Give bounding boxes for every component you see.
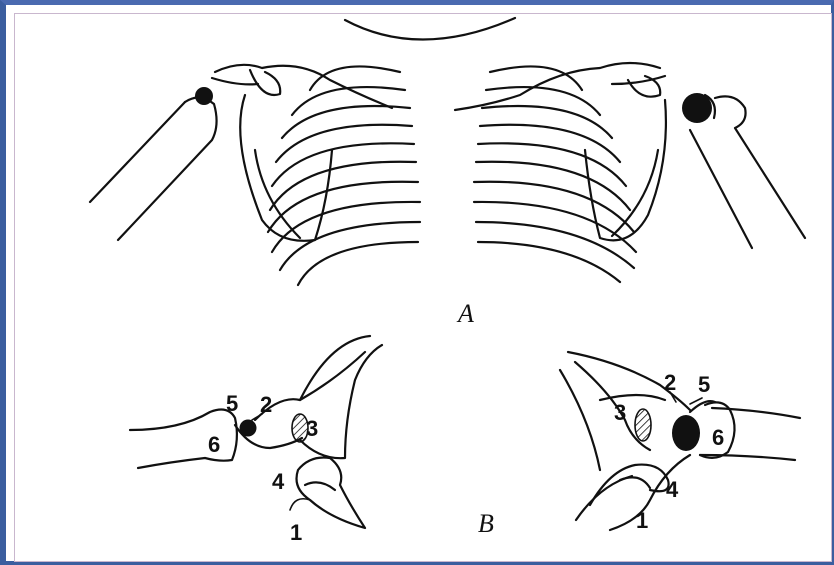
left-label-4: 4 xyxy=(272,469,285,494)
right-label-2: 2 xyxy=(664,370,676,395)
right-label-1: 1 xyxy=(636,508,648,533)
left-label-5: 5 xyxy=(226,391,238,416)
left-label-1: 1 xyxy=(290,520,302,545)
left-marker-dot-b xyxy=(240,420,257,437)
panel-label-b: B xyxy=(478,509,494,538)
panel-b-left-illustration xyxy=(130,336,382,528)
right-label-5: 5 xyxy=(698,372,710,397)
left-label-6: 6 xyxy=(208,432,220,457)
right-label-4: 4 xyxy=(666,477,679,502)
left-marker-dot-a xyxy=(195,87,213,105)
right-label-6: 6 xyxy=(712,425,724,450)
right-label-3: 3 xyxy=(614,400,626,425)
left-label-2: 2 xyxy=(260,392,272,417)
left-label-3: 3 xyxy=(306,416,318,441)
right-marker-dot-b xyxy=(672,415,700,451)
panel-b-right-illustration xyxy=(560,352,800,530)
right-marker-dot-a xyxy=(682,93,712,123)
panel-label-a: A xyxy=(456,299,474,328)
right-hatched-marker xyxy=(635,409,651,441)
panel-a-illustration xyxy=(90,18,805,285)
